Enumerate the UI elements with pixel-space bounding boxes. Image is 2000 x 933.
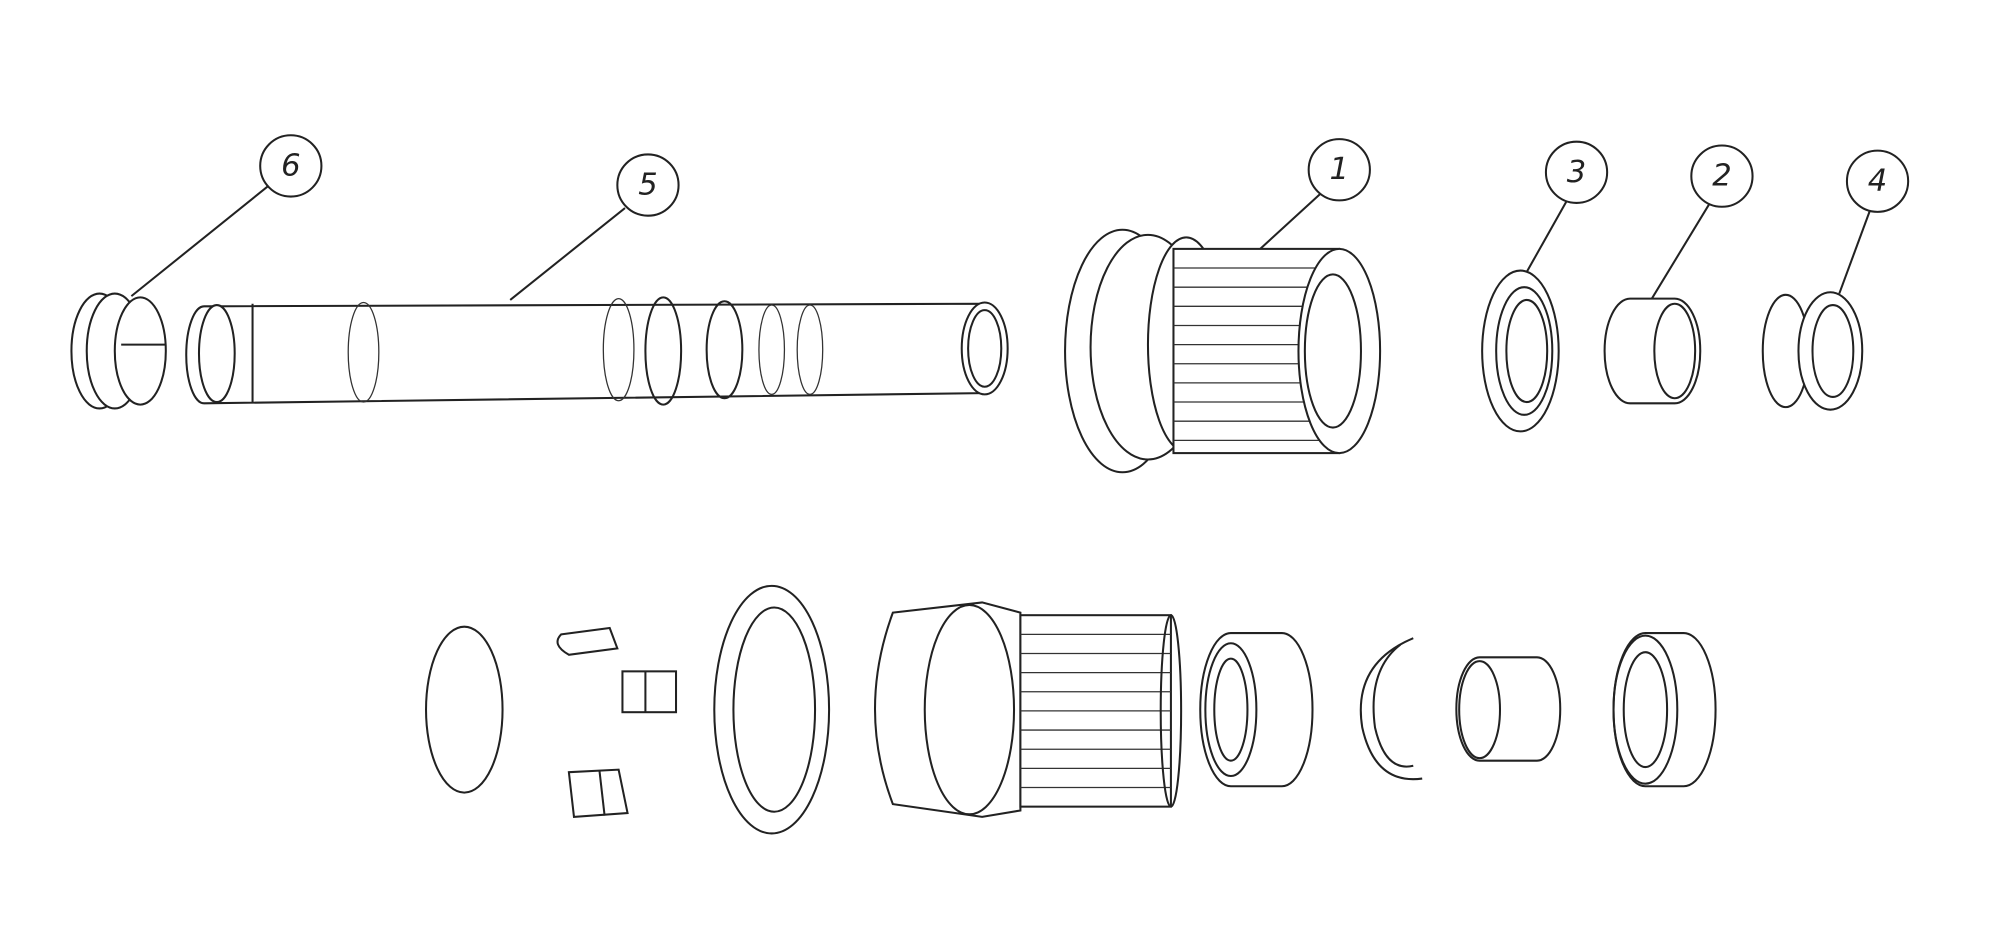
- callout-1: 1: [1259, 138, 1371, 250]
- part-4-lock-ring: [1761, 291, 1864, 411]
- callout-label: 2: [1712, 159, 1731, 194]
- callout-label: 6: [281, 148, 300, 183]
- pawls: [556, 626, 678, 818]
- part-5-axle: [185, 296, 1009, 406]
- spacer-bottom: [1455, 656, 1562, 762]
- part-1-freehub-body: [1064, 228, 1382, 474]
- bearing-right: [1612, 632, 1717, 788]
- callout-6: 6: [130, 134, 323, 297]
- part-2-spacer: [1603, 297, 1702, 405]
- part-6-end-cap: [70, 292, 167, 410]
- part-3-bearing: [1481, 269, 1560, 433]
- callout-label: 4: [1868, 164, 1887, 199]
- callout-label: 3: [1567, 155, 1586, 190]
- seal-ring: [713, 584, 831, 835]
- bearing-left: [1199, 632, 1314, 788]
- snap-ring: [425, 625, 504, 794]
- callout-4: 4: [1838, 149, 1910, 294]
- callout-2: 2: [1650, 144, 1754, 300]
- callout-label: 5: [638, 168, 657, 203]
- c-clip: [1359, 637, 1423, 781]
- freehub-body-internal: [874, 601, 1183, 818]
- callout-label: 1: [1330, 152, 1349, 187]
- callout-5: 5: [509, 153, 680, 301]
- callout-3: 3: [1525, 140, 1609, 273]
